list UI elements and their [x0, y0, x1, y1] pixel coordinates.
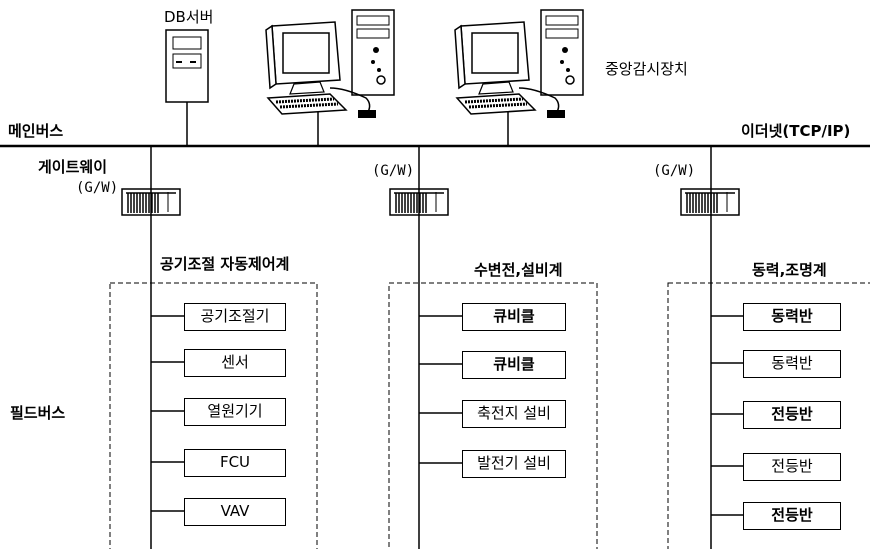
- device-box: 동력반: [743, 350, 841, 378]
- device-box: 전등반: [743, 502, 841, 530]
- device-box: 전등반: [743, 401, 841, 429]
- gateway-label: 게이트웨이: [38, 158, 108, 176]
- gw-label-1: (G/W): [76, 180, 119, 196]
- group-boundary-3: [667, 282, 870, 549]
- workstation-icon-2: [454, 9, 584, 146]
- workstation-icon-1: [265, 9, 395, 146]
- db-server-label: DB서버: [164, 8, 214, 26]
- device-box: 센서: [184, 349, 286, 377]
- group-title-hvac: 공기조절 자동제어계: [160, 255, 290, 273]
- db-server-icon: [165, 29, 209, 146]
- device-box: 발전기 설비: [462, 450, 566, 478]
- gw-label-3: (G/W): [653, 163, 696, 179]
- device-box: 공기조절기: [184, 303, 286, 331]
- device-box: VAV: [184, 498, 286, 526]
- field-bus-label: 필드버스: [10, 404, 66, 422]
- device-box: 전등반: [743, 453, 841, 481]
- group-title-power-receiving: 수변전,설비계: [474, 261, 563, 279]
- device-box: 열원기기: [184, 398, 286, 426]
- group-boundary-2: [388, 282, 598, 549]
- device-box: 큐비클: [462, 303, 566, 331]
- ethernet-label: 이더넷(TCP/IP): [741, 122, 851, 140]
- device-box: 동력반: [743, 303, 841, 331]
- device-box: 큐비클: [462, 351, 566, 379]
- gateway-icon-3: [680, 188, 740, 216]
- gw-label-2: (G/W): [372, 163, 415, 179]
- device-box: 축전지 설비: [462, 400, 566, 428]
- group-title-power-lighting: 동력,조명계: [752, 261, 827, 279]
- central-monitor-label: 중앙감시장치: [605, 60, 688, 78]
- main-bus-label: 메인버스: [8, 122, 64, 140]
- device-box: FCU: [184, 449, 286, 477]
